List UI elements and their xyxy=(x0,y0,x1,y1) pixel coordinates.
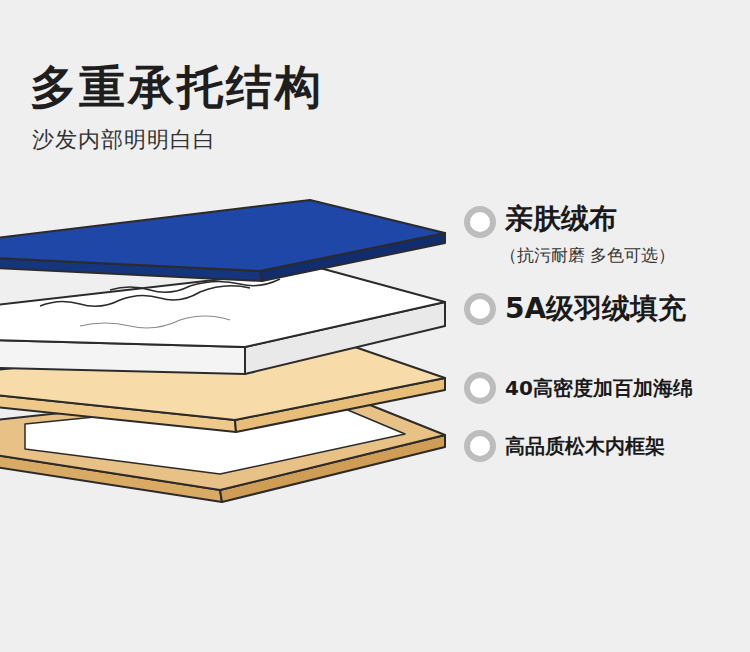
page-title: 多重承托结构 xyxy=(30,60,324,115)
bullet-ring xyxy=(467,296,493,322)
layer-label: 亲肤绒布 xyxy=(505,202,617,236)
bullet-ring xyxy=(467,433,493,459)
layer-label: 40高密度加百加海绵 xyxy=(505,376,693,400)
bullet-ring xyxy=(467,375,493,401)
page-subtitle: 沙发内部明明白白 xyxy=(32,127,216,153)
layer-label: 5A级羽绒填充 xyxy=(505,292,686,326)
fabric-layer xyxy=(0,200,445,281)
layer-note: （抗污耐磨 多色可选） xyxy=(500,245,675,265)
sponge-layer xyxy=(0,335,445,432)
layer-label: 高品质松木内框架 xyxy=(505,434,665,458)
down-cushion xyxy=(0,268,445,374)
bullet-ring xyxy=(467,209,493,235)
